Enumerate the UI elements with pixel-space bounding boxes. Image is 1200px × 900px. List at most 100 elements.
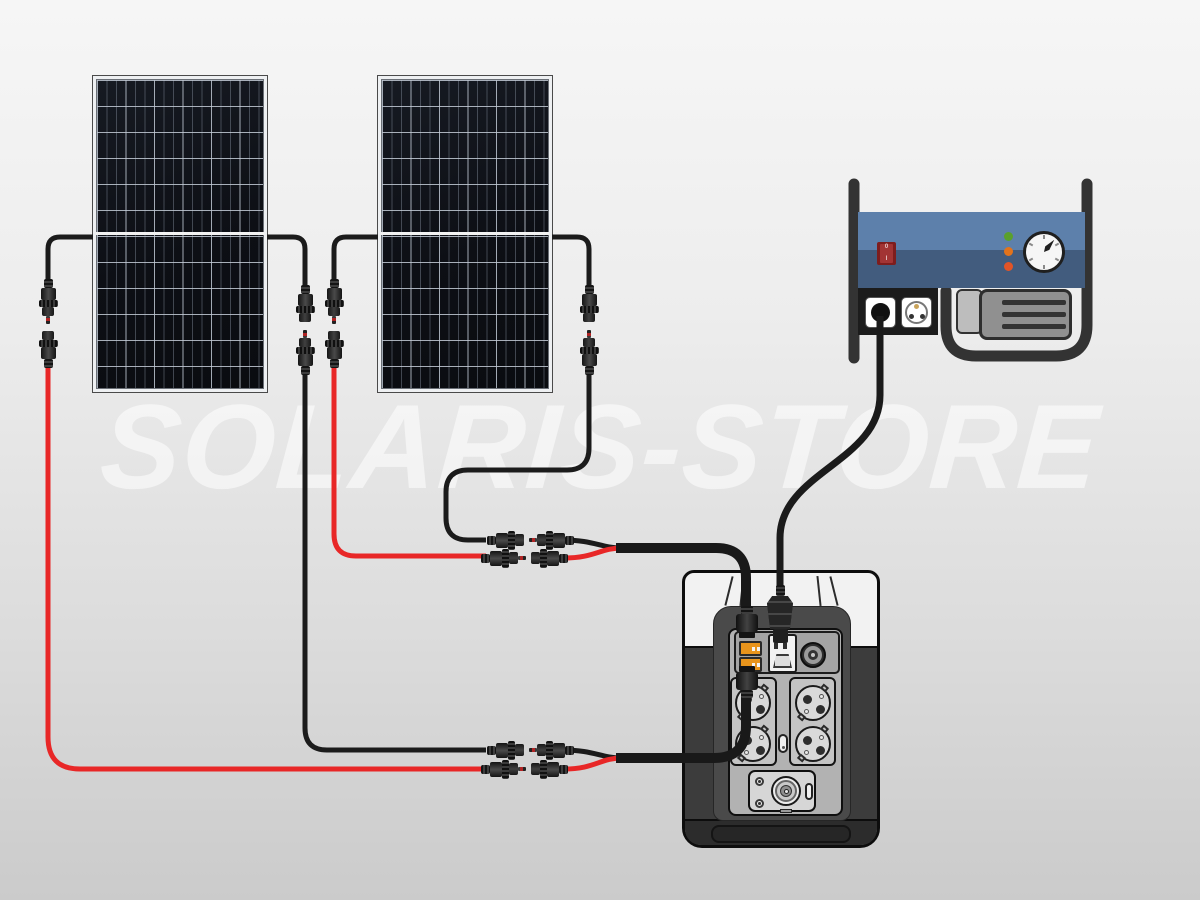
solar-cable-connector-1[interactable] [736, 606, 758, 638]
cable-boot [741, 690, 753, 698]
ac-power-plug[interactable] [767, 585, 793, 649]
mc4-part [332, 316, 336, 324]
bottom-connector-plate [748, 770, 816, 813]
mc4-part [297, 354, 313, 366]
generator-power-switch[interactable]: 0 I [877, 242, 896, 265]
connector-dot [811, 653, 815, 657]
mc4-part [518, 767, 526, 771]
outlet-screw [759, 735, 764, 740]
generator-gauge [1023, 231, 1065, 273]
gauge-tick [1043, 235, 1045, 239]
connector-body [736, 672, 758, 690]
switch-rocker: 0 I [880, 244, 893, 263]
mc4-part [537, 744, 546, 756]
outlet-hole [803, 695, 812, 704]
outlet-panel-button[interactable] [778, 734, 788, 753]
mc4-part [40, 288, 56, 300]
mc4-connector-10[interactable] [529, 530, 574, 550]
mc4-part [329, 279, 339, 288]
mc4-connector-3[interactable] [295, 285, 315, 322]
socket-ring [905, 301, 928, 324]
solar-panel-2-midband [381, 232, 549, 235]
mc4-part [329, 359, 339, 368]
mc4-connector-5[interactable] [324, 279, 344, 324]
gauge-tick [1028, 242, 1034, 247]
circular-power-connector[interactable] [771, 776, 801, 806]
outlet-hole [743, 736, 752, 745]
socket-hole-left [909, 314, 914, 319]
mc4-part [326, 288, 342, 300]
plug-body [767, 596, 793, 629]
mc4-part [490, 761, 502, 777]
mc4-part [565, 535, 574, 545]
mc4-connector-2[interactable] [38, 331, 58, 368]
mc4-connector-8[interactable] [579, 330, 599, 375]
ac-outlet-4[interactable] [795, 724, 831, 763]
solar-panel-1-midband [96, 232, 264, 235]
mc4-part [40, 347, 56, 359]
mc4-connector-12[interactable] [531, 548, 568, 568]
handle-strap-line [816, 575, 822, 607]
socket-earth-pin [914, 304, 919, 309]
mc4-part [559, 553, 568, 563]
mc4-part [295, 306, 315, 313]
mc4-connector-13[interactable] [487, 740, 524, 760]
mc4-part [579, 347, 599, 354]
engine-fin [1002, 300, 1066, 305]
outlet-screw [804, 709, 809, 714]
power-station-base [685, 819, 877, 845]
generator-led-red [1004, 262, 1013, 271]
plug-nose [772, 629, 788, 643]
mc4-connector-11[interactable] [481, 548, 526, 568]
mc4-connector-9[interactable] [487, 530, 524, 550]
mc4-connector-4[interactable] [295, 330, 315, 375]
generator-led-green [1004, 232, 1013, 241]
socket-hole-right [920, 314, 925, 319]
mc4-part [487, 535, 496, 545]
mc4-part [46, 316, 50, 324]
mc4-part [496, 532, 508, 548]
connector-center [784, 789, 789, 794]
solar-input-port-1[interactable] [739, 641, 762, 656]
mc4-part [297, 294, 313, 306]
mc4-part [565, 745, 574, 755]
engine-fin [1002, 324, 1066, 329]
base-panel [711, 825, 851, 843]
outlet-screw [759, 694, 764, 699]
round-output-connector[interactable] [800, 642, 826, 668]
mc4-connector-14[interactable] [529, 740, 574, 760]
mc4-part [581, 354, 597, 366]
generator-engine-block [979, 289, 1072, 340]
mc4-part [515, 534, 524, 546]
switch-off-label: 0 [884, 244, 889, 250]
mc4-part [537, 534, 546, 546]
mc4-part [328, 331, 340, 340]
mc4-part [487, 745, 496, 755]
mc4-part [581, 294, 597, 306]
generator-plug [871, 303, 890, 322]
ac-outlet-3[interactable] [795, 683, 831, 722]
mc4-connector-7[interactable] [579, 285, 599, 322]
mc4-connector-16[interactable] [531, 759, 568, 779]
ac-outlet-2[interactable] [735, 724, 771, 763]
connector-core [808, 650, 818, 660]
gauge-needle [1042, 238, 1057, 254]
mc4-part [531, 552, 540, 564]
mc4-part [43, 279, 53, 288]
connector-body [736, 614, 758, 632]
mc4-part [502, 548, 509, 568]
mc4-part [299, 338, 311, 347]
outlet-hole [756, 746, 765, 755]
mc4-connector-6[interactable] [324, 331, 344, 368]
connector-tip [739, 666, 755, 672]
plate-indicator [805, 783, 813, 800]
mc4-part [38, 300, 58, 307]
port-pin [752, 647, 755, 651]
handle-strap-line [739, 575, 745, 607]
solar-cable-connector-2[interactable] [736, 666, 758, 698]
mc4-connector-1[interactable] [38, 279, 58, 324]
mc4-part [546, 740, 553, 760]
mc4-part [587, 330, 591, 338]
mc4-connector-15[interactable] [481, 759, 526, 779]
